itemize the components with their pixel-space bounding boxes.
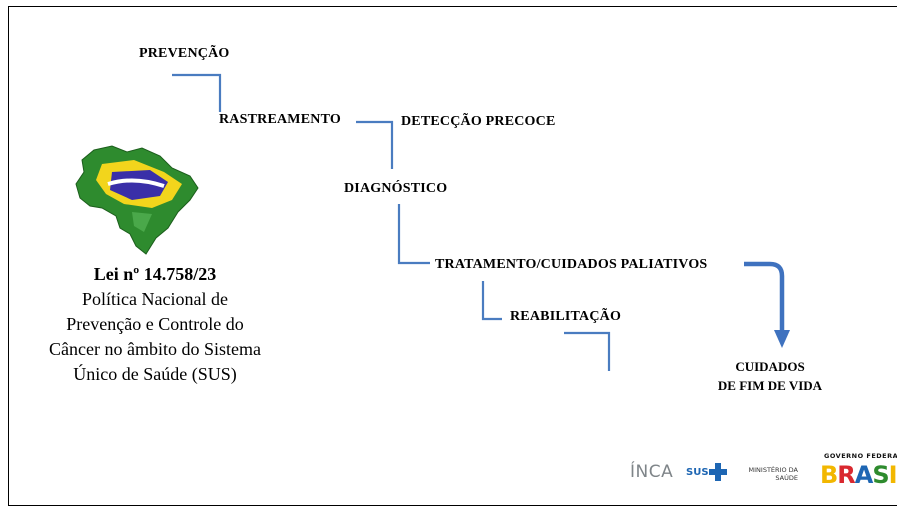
end-stage-line-2: DE FIM DE VIDA (700, 376, 840, 395)
connector-prevencao-rastreamento (172, 75, 220, 112)
end-stage-label: CUIDADOS DE FIM DE VIDA (700, 357, 840, 395)
governo-federal-label: GOVERNO FEDERAL (824, 452, 897, 460)
connector-rastreamento-deteccao (356, 122, 392, 169)
step-diagnostico: DIAGNÓSTICO (344, 181, 447, 197)
down-arrow-icon (744, 264, 790, 348)
step-rastreamento: RASTREAMENTO (219, 112, 341, 128)
ministerio-line-1: MINISTÉRIO DA (736, 466, 798, 474)
connector-reabilitacao-end (564, 333, 609, 371)
brasil-logo: BRASIL (820, 461, 897, 489)
brazil-map-icon (72, 142, 202, 257)
sus-logo: SUS (686, 467, 709, 478)
law-title: Lei nº 14.758/23 (40, 262, 270, 287)
ministerio-logo: MINISTÉRIO DA SAÚDE (736, 466, 798, 482)
brasil-letter-1: B (820, 461, 837, 489)
step-deteccao-precoce: DETECÇÃO PRECOCE (401, 114, 556, 130)
ministerio-line-2: SAÚDE (736, 474, 798, 482)
brasil-letter-3: A (855, 461, 873, 489)
law-block: Lei nº 14.758/23 Política Nacional de Pr… (40, 262, 270, 387)
connector-tratamento-reabilitacao (483, 281, 502, 319)
step-reabilitacao: REABILITAÇÃO (510, 309, 621, 325)
step-tratamento: TRATAMENTO/CUIDADOS PALIATIVOS (435, 257, 707, 273)
law-line-1: Política Nacional de (40, 287, 270, 312)
footer-logos: ÍNCA SUS MINISTÉRIO DA SAÚDE GOVERNO FED… (624, 448, 897, 490)
law-line-2: Prevenção e Controle do (40, 312, 270, 337)
law-line-3: Câncer no âmbito do Sistema (40, 337, 270, 362)
brasil-letter-4: S (872, 461, 888, 489)
step-prevencao: PREVENÇÃO (139, 46, 229, 62)
law-line-4: Único de Saúde (SUS) (40, 362, 270, 387)
brasil-letter-2: R (837, 461, 854, 489)
brasil-letter-5: I (889, 461, 897, 489)
end-stage-line-1: CUIDADOS (700, 357, 840, 376)
sus-cross-icon (708, 462, 728, 482)
connector-diagnostico-tratamento (399, 204, 430, 263)
inca-logo: ÍNCA (630, 462, 673, 482)
